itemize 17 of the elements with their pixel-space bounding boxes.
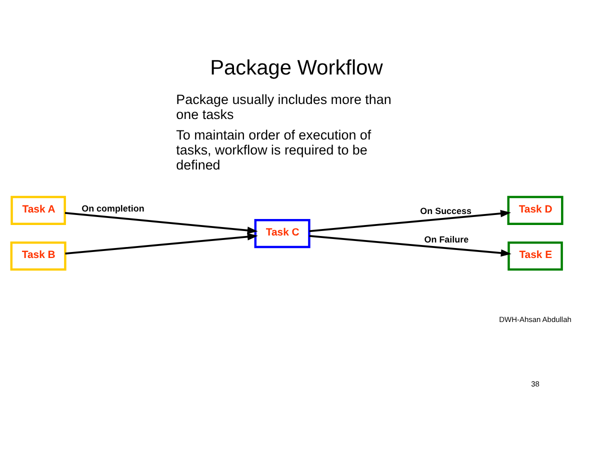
- edge-label: On Success: [420, 205, 472, 216]
- label: Package usually includes more than one tasks: [176, 91, 392, 122]
- arrow: [64, 211, 258, 234]
- node-box: Task D: [507, 195, 564, 224]
- node-box: Task A: [10, 195, 66, 224]
- label: To maintain order of execution of tasks, workflow is required to be defined: [176, 127, 372, 172]
- edge-label: On completion: [82, 203, 144, 214]
- arrow: [309, 234, 512, 256]
- edge-label: On Failure: [424, 234, 469, 244]
- label: 38: [531, 378, 540, 388]
- label: DWH-Ahsan Abdullah: [499, 314, 572, 324]
- arrow: [309, 209, 512, 232]
- diagram-title: Package Workflow: [210, 56, 383, 80]
- node-box: Task E: [508, 240, 563, 270]
- node-box: Task B: [10, 240, 66, 270]
- arrow: [65, 232, 258, 254]
- node-box: Task C: [254, 218, 310, 248]
